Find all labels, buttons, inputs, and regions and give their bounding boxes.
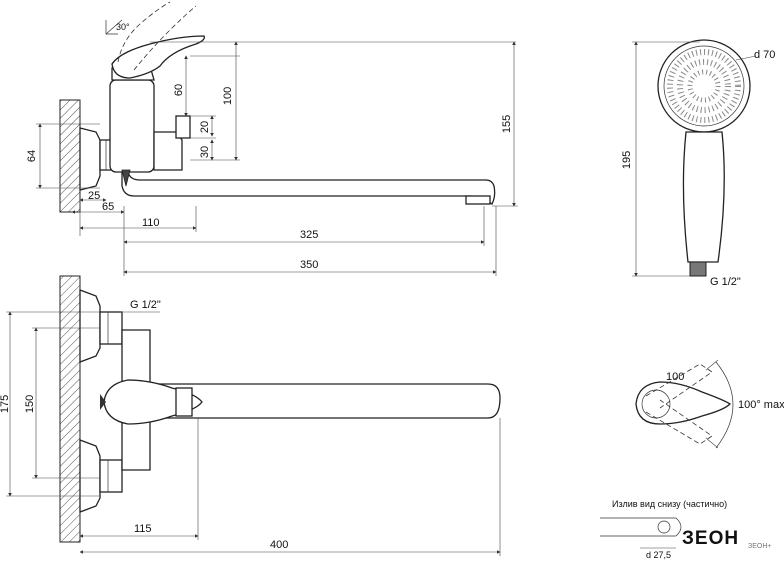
dim-d70: d 70 (754, 49, 775, 61)
dim-d27: d 27,5 (646, 550, 671, 560)
angle-100-max: 100° max (738, 399, 784, 411)
flange-top (79, 289, 101, 363)
spout-bottom-view: Излив вид снизу (частично) d 27,5 (600, 499, 727, 560)
logo-sub: ЗЕОН+ (748, 543, 772, 550)
wall-flange-side (79, 127, 101, 191)
dim-20: 20 (199, 121, 211, 133)
dim-115: 115 (134, 523, 152, 535)
dim-195: 195 (621, 151, 633, 169)
dim-175: 175 (0, 395, 11, 413)
logo-text: ЗЕОН (682, 528, 739, 549)
dim-150: 150 (24, 395, 36, 413)
dim-60: 60 (173, 84, 185, 96)
g12-shower-label: G 1/2" (710, 276, 741, 288)
dim-110: 110 (142, 217, 160, 229)
lever-rotation-view: 100 100° max (635, 359, 784, 449)
wall-side (59, 99, 81, 213)
g12-top-label: G 1/2" (130, 299, 161, 311)
dim-325: 325 (300, 229, 318, 241)
diverter-knob (175, 115, 191, 139)
side-view: 30° 60 100 20 30 155 64 25 65 110 (26, 1, 518, 276)
dim-64: 64 (26, 150, 38, 162)
dim-lever-100: 100 (666, 371, 684, 383)
nut-bottom (99, 459, 123, 493)
lever-handle-side (111, 35, 205, 79)
dim-400: 400 (270, 539, 288, 551)
shower-thread (689, 261, 707, 277)
spout-caption: Излив вид снизу (частично) (612, 499, 727, 509)
dim-30: 30 (199, 146, 211, 158)
aerator-side (465, 195, 491, 205)
dim-350: 350 (300, 259, 318, 271)
dim-25: 25 (88, 190, 100, 202)
dim-100: 100 (222, 87, 234, 105)
diverter-housing (153, 131, 183, 171)
angle-30-label: 30° (116, 22, 130, 32)
spout-front (139, 383, 501, 419)
flange-bottom (79, 439, 101, 513)
shower-handle (682, 131, 725, 263)
spout-side (121, 171, 496, 205)
wall-front (59, 275, 81, 543)
hand-shower: d 70 195 G 1/2" (621, 39, 775, 288)
lever-raised-outline (117, 1, 171, 63)
mixer-body-side (109, 79, 155, 173)
brand-logo: ЗЕОН ЗЕОН+ (682, 528, 772, 550)
dim-155: 155 (501, 115, 513, 133)
dim-65: 65 (102, 201, 114, 213)
front-view: G 1/2" 175 150 115 400 (0, 275, 501, 556)
lever-top-view (635, 381, 732, 425)
nut-top (99, 311, 123, 345)
